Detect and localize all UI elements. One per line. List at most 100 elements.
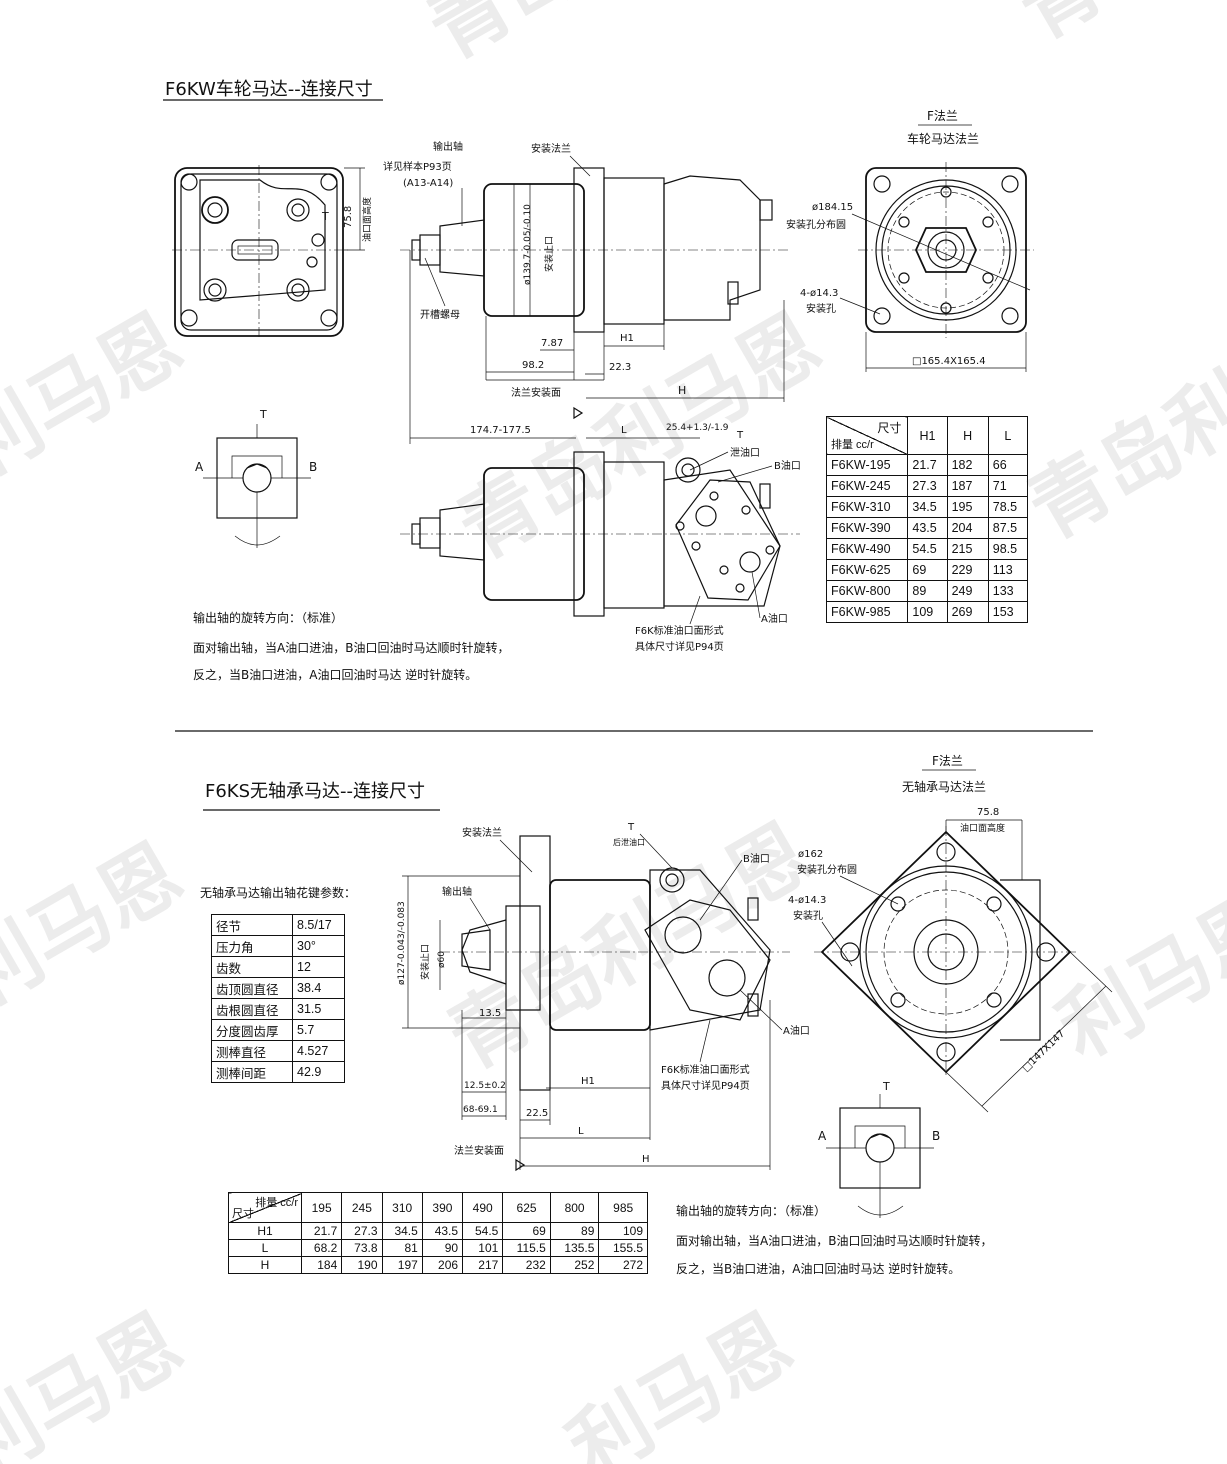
s2-d60: ø60 bbox=[437, 951, 447, 968]
s2-port-std: F6K标准油口面形式 bbox=[661, 1063, 750, 1076]
s2-table-header-disp: 排量 cc/r bbox=[255, 1197, 298, 1209]
s2-cell: 252 bbox=[549, 1256, 600, 1274]
s2-cell: 155.5 bbox=[598, 1239, 648, 1257]
s1-l: 87.5 bbox=[987, 517, 1029, 539]
s2-H: H bbox=[642, 1154, 650, 1165]
s1-rotation-2: 反之，当B油口进油，A油口回油时马达 逆时针旋转。 bbox=[193, 667, 477, 682]
s1-flange-heading: F法兰 bbox=[927, 109, 958, 123]
s1-h1: 109 bbox=[907, 601, 948, 623]
s2-rear-drain: 后泄油口 bbox=[613, 837, 645, 847]
s2-cell: 135.5 bbox=[549, 1239, 600, 1257]
s1-model: F6KW-245 bbox=[825, 475, 909, 497]
s1-model: F6KW-310 bbox=[825, 496, 909, 518]
s1-rotation-0: 输出轴的旋转方向：（标准） bbox=[193, 610, 343, 625]
spline-param: 齿顶圆直径 bbox=[211, 977, 293, 999]
s2-L: L bbox=[578, 1126, 584, 1137]
s2-hydraulic-symbol: T A B bbox=[818, 1080, 940, 1218]
s2-col: 195 bbox=[300, 1192, 343, 1223]
s1-h: 269 bbox=[946, 601, 989, 623]
s1-h1: 89 bbox=[907, 580, 948, 602]
s2-side-view: 安装法兰 输出轴 ø127-0.043/-0.083 安装止口 ø60 13.5… bbox=[397, 822, 810, 1172]
s1-flange-subheading: 车轮马达法兰 bbox=[907, 131, 979, 146]
s1-h: 229 bbox=[946, 559, 989, 581]
s1-h1: 21.7 bbox=[907, 454, 948, 476]
s1-symbol-A: A bbox=[195, 460, 204, 474]
s2-holes: 安装孔 bbox=[793, 909, 823, 922]
s1-A-port: A油口 bbox=[761, 612, 788, 625]
spline-param: 齿数 bbox=[211, 956, 293, 978]
spline-param: 径节 bbox=[211, 914, 293, 936]
s2-flange-face: 法兰安装面 bbox=[454, 1144, 504, 1157]
s2-cell: 21.7 bbox=[300, 1222, 343, 1240]
s2-rotation-2: 反之，当B油口进油，A油口回油时马达 逆时针旋转。 bbox=[676, 1261, 960, 1276]
s1-model: F6KW-625 bbox=[825, 559, 909, 581]
spline-param: 齿根圆直径 bbox=[211, 998, 293, 1020]
s1-shaft-ref: 详见样本P93页 bbox=[383, 160, 452, 173]
spline-value: 12 bbox=[292, 956, 345, 978]
s2-flange-subheading: 无轴承马达法兰 bbox=[902, 779, 986, 794]
s2-cell: 34.5 bbox=[381, 1222, 423, 1240]
s2-table-header-cell: 排量 cc/r 尺寸 bbox=[228, 1192, 302, 1223]
s1-front-T: T bbox=[321, 210, 329, 223]
s1-h: 204 bbox=[946, 517, 989, 539]
s2-cell: 115.5 bbox=[502, 1239, 551, 1257]
watermark-1: 青岛 bbox=[413, 0, 598, 76]
s2-port-height-val: 75.8 bbox=[977, 807, 999, 818]
s2-row-label: L bbox=[228, 1239, 302, 1257]
s2-col: 245 bbox=[341, 1192, 383, 1223]
s2-cell: 43.5 bbox=[421, 1222, 464, 1240]
s1-front-view: 75.8 油口面高度 T bbox=[172, 165, 373, 340]
watermark-4: 青岛利 bbox=[1013, 356, 1227, 557]
s1-d25-4: 25.4+1.3/-1.9 bbox=[666, 423, 729, 433]
s2-cell: 90 bbox=[421, 1239, 464, 1257]
s1-H1: H1 bbox=[620, 333, 634, 344]
s2-col: 800 bbox=[549, 1192, 600, 1223]
spline-param: 压力角 bbox=[211, 935, 293, 957]
s1-h1: 34.5 bbox=[907, 496, 948, 518]
s1-h: 187 bbox=[946, 475, 989, 497]
s1-spigot: 安装止口 bbox=[543, 236, 555, 272]
s1-hydraulic-symbol: T A B bbox=[195, 408, 317, 548]
s2-cell: 190 bbox=[341, 1256, 383, 1274]
s2-symbol-T: T bbox=[882, 1080, 890, 1093]
spline-value: 31.5 bbox=[292, 998, 345, 1020]
s2-symbol-B: B bbox=[932, 1129, 940, 1143]
s2-col: 490 bbox=[462, 1192, 504, 1223]
s1-h1: 69 bbox=[907, 559, 948, 581]
s2-cell: 109 bbox=[598, 1222, 648, 1240]
s1-table-header-cell: 尺寸 排量 cc/r bbox=[825, 416, 909, 455]
watermark-5: 利马恩 bbox=[0, 826, 197, 1027]
s2-cell: 69 bbox=[502, 1222, 551, 1240]
s1-model: F6KW-195 bbox=[825, 454, 909, 476]
s1-model: F6KW-800 bbox=[825, 580, 909, 602]
s1-h: 195 bbox=[946, 496, 989, 518]
spline-param: 测棒间距 bbox=[211, 1061, 293, 1083]
s1-slot-nut: 开槽螺母 bbox=[420, 308, 460, 321]
watermark-2: 利马恩 bbox=[0, 296, 197, 497]
s1-l: 78.5 bbox=[987, 496, 1029, 518]
s1-drain: 泄油口 bbox=[730, 446, 760, 459]
s2-cell: 81 bbox=[381, 1239, 423, 1257]
s1-l: 71 bbox=[987, 475, 1029, 497]
spline-param: 分度圆齿厚 bbox=[211, 1019, 293, 1041]
s2-col: 985 bbox=[598, 1192, 648, 1223]
s1-H: H bbox=[678, 384, 686, 397]
s1-h: 249 bbox=[946, 580, 989, 602]
s1-port-std: F6K标准油口面形式 bbox=[635, 624, 724, 637]
s2-col: 625 bbox=[502, 1192, 551, 1223]
watermark-8: 利马恩 bbox=[0, 1296, 197, 1464]
watermark-3: 青岛利马恩 bbox=[443, 296, 836, 577]
s1-side-view: ø139.7-0.05/-0.10 安装止口 输出轴 详见样本P93页 (A13… bbox=[383, 140, 790, 420]
s1-table-header-disp: 排量 cc/r bbox=[831, 439, 874, 451]
s2-rotation-1: 面对输出轴，当A油口进油，B油口回油时马达顺时针旋转， bbox=[676, 1233, 992, 1248]
s1-bolt-circle: 安装孔分布圆 bbox=[786, 218, 846, 231]
s2-symbol-A: A bbox=[818, 1129, 827, 1143]
s1-mount-flange: 安装法兰 bbox=[531, 142, 571, 155]
s1-table-col-H1: H1 bbox=[907, 416, 948, 455]
s2-cell: 184 bbox=[300, 1256, 343, 1274]
s1-h1: 27.3 bbox=[907, 475, 948, 497]
s1-model: F6KW-390 bbox=[825, 517, 909, 539]
s2-mount-flange: 安装法兰 bbox=[462, 826, 502, 839]
s2-bolt-circle: 安装孔分布圆 bbox=[797, 863, 857, 876]
s2-spline-heading: 无轴承马达输出轴花键参数： bbox=[200, 885, 356, 900]
